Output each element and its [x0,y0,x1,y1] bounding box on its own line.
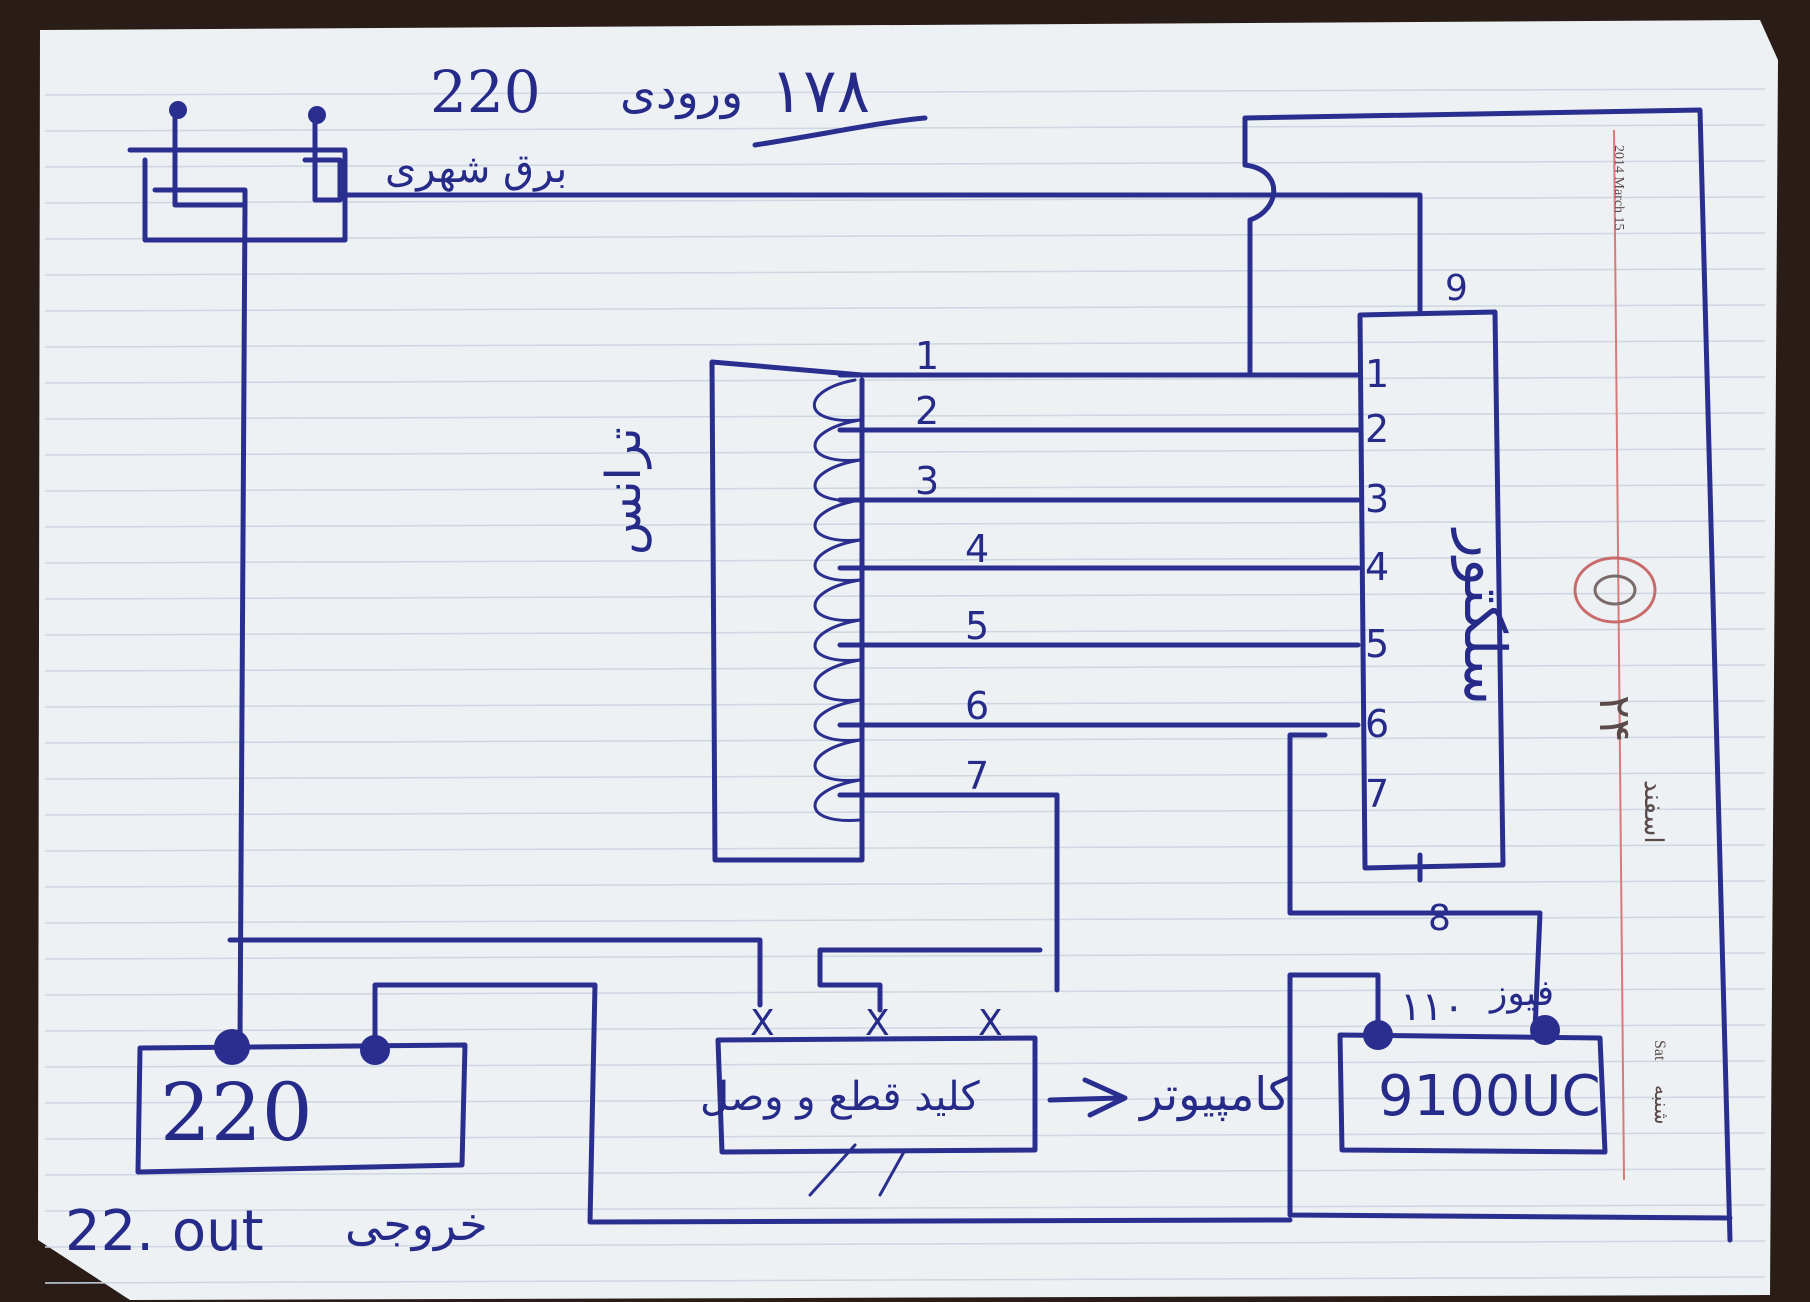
tap-number: 4 [965,527,989,571]
selector-pin: 5 [1365,622,1389,666]
tap-number: 1 [915,334,939,378]
ruled-line [44,340,1766,348]
ruled-line [44,844,1766,852]
ruled-line [44,1204,1766,1212]
selector-pin-top: 9 [1445,268,1468,309]
tap-number: 6 [965,684,989,728]
notebook-ornament [1573,556,1657,624]
ruled-line [44,916,1766,924]
ruled-line [44,304,1766,312]
ruled-line [44,268,1766,276]
ruled-line [44,772,1766,780]
ruled-line [44,592,1766,600]
selector-pin: 4 [1365,545,1389,589]
relay-label: کلید قطع و وصل [700,1074,981,1120]
selector-pin-bottom: 8 [1428,898,1451,939]
output-note-fa: خروجی [345,1197,488,1252]
controller-input-label: فیوز [1488,973,1554,1014]
notebook-month-fa: اسفند [1639,780,1668,844]
ruled-line [44,664,1766,672]
ruled-line [44,1168,1766,1176]
ruled-line [44,1276,1766,1284]
ruled-lines [44,88,1766,1284]
paper-sheet [38,20,1778,1300]
ruled-line [44,808,1766,816]
transformer [709,359,865,863]
ruled-line [44,88,1766,96]
margin-line [1613,129,1625,1181]
selector-pin: 1 [1365,352,1389,396]
input-label: ورودی [620,65,743,120]
ruled-line [44,484,1766,492]
notebook-date-fa: ۲۴ [1590,695,1639,742]
ruled-line [44,1060,1766,1068]
relay-box: X X X [715,1003,1038,1197]
ruled-line [44,412,1766,420]
selector-pin: 2 [1365,407,1389,451]
input-underline [752,115,928,148]
notebook-weekday-fa: شنبه [1650,1085,1672,1125]
input-value: ۱۷۸ [770,54,870,127]
controller-box [1287,972,1733,1221]
city-power-label: برق شهری [385,146,567,192]
ruled-line [44,1024,1766,1032]
notebook-date-en: 2014 March 15 [1611,145,1626,231]
ruled-line [44,988,1766,996]
ruled-line [44,700,1766,708]
selector-pin: 3 [1365,477,1389,521]
svg-text:X: X [865,1003,890,1044]
computer-label: کامپیوتر [1138,1067,1290,1122]
output-box [135,1029,468,1175]
ruled-line [44,1240,1766,1248]
output-box-label: 220 [160,1066,313,1159]
ruled-line [44,160,1766,168]
output-note: 22. out [65,1199,264,1264]
tap-number: 7 [965,754,989,798]
svg-text:X: X [978,1003,1003,1044]
ruled-line [44,1096,1766,1104]
ruled-line [44,448,1766,456]
selector-pin: 6 [1365,702,1389,746]
ruled-line [44,520,1766,528]
arrow-to-computer [1047,1077,1128,1118]
controller-label: 9100UC [1378,1064,1601,1129]
ruled-line [44,1132,1766,1140]
tap-number: 5 [965,604,989,648]
ruled-line [44,556,1766,564]
svg-text:X: X [750,1003,775,1044]
input-voltage: 220 [430,58,541,126]
ruled-line [44,376,1766,384]
ruled-line [44,952,1766,960]
transformer-label: ترانس [596,427,652,555]
notebook-weekday: Sat [1651,1040,1668,1061]
ruled-line [44,736,1766,744]
tap-number: 2 [915,389,939,433]
selector-pin: 7 [1365,772,1389,816]
selector-switch [1357,309,1506,871]
selector-label: سلکتور [1450,527,1519,705]
ruled-line [44,880,1766,888]
tap-number: 3 [915,459,939,503]
controller-input-value: ۱۱۰ [1400,984,1464,1030]
ruled-line [44,124,1766,132]
ruled-line [44,628,1766,636]
